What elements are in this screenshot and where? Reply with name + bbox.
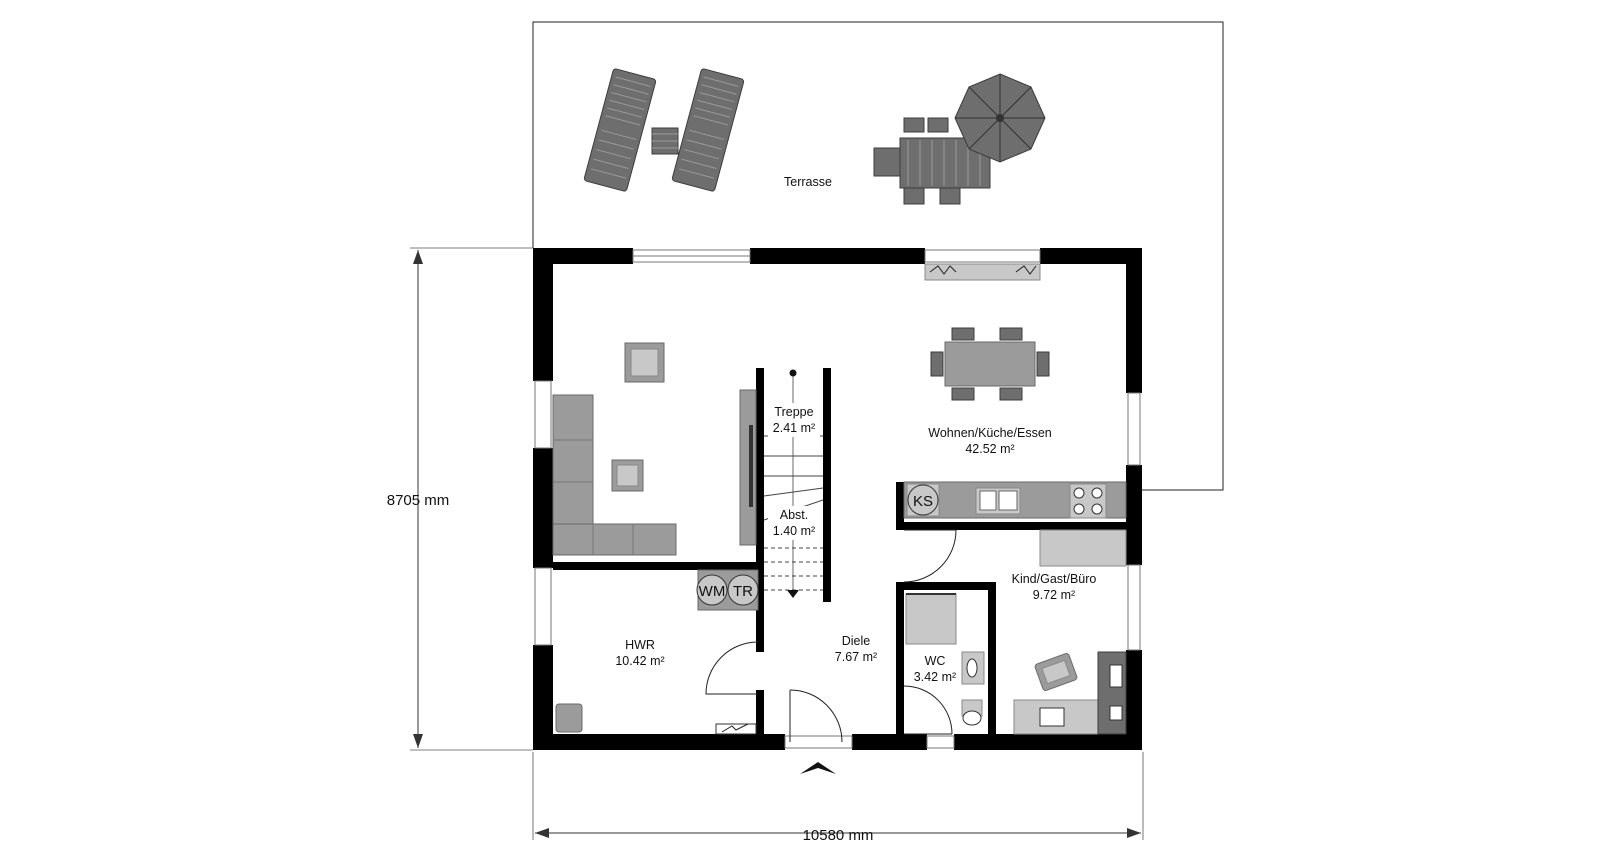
room-name-terrasse: Terrasse (784, 175, 832, 189)
room-area-wohnen: 42.52 m² (965, 442, 1014, 456)
sofa-icon (552, 394, 677, 556)
dimension-width-label: 10580 mm (803, 827, 874, 844)
appliance-tr: TR (733, 583, 753, 600)
sun-lounger-icon (583, 68, 657, 192)
washing-machine-icon (696, 569, 759, 611)
entrance-arrow-icon (800, 762, 836, 774)
tv-cabinet-icon (739, 389, 757, 546)
exterior-walls (533, 248, 1142, 750)
water-tank-icon (555, 703, 583, 733)
room-area-abst: 1.40 m² (773, 524, 815, 538)
cooktop-icon (1073, 487, 1103, 515)
room-name-treppe: Treppe (774, 405, 813, 419)
shower-icon (905, 593, 957, 645)
planter-icon (924, 263, 1041, 281)
toilet-icon (961, 699, 983, 726)
appliance-ks: KS (913, 493, 933, 510)
room-name-abst: Abst. (780, 508, 809, 522)
fridge-icon (907, 484, 939, 516)
dimension-width (532, 752, 1144, 840)
room-name-hwr: HWR (625, 638, 655, 652)
room-area-hwr: 10.42 m² (615, 654, 664, 668)
side-table-icon (651, 127, 679, 155)
shelf-icon (1039, 529, 1127, 567)
armchair-icon (624, 342, 665, 383)
room-name-wc: WC (925, 654, 946, 668)
desk-icon (1013, 651, 1127, 735)
room-area-diele: 7.67 m² (835, 650, 877, 664)
sun-lounger-icon (671, 68, 745, 192)
room-area-treppe: 2.41 m² (773, 421, 815, 435)
coffee-table-icon (611, 459, 644, 492)
room-name-diele: Diele (842, 634, 871, 648)
electric-panel-icon (715, 723, 757, 735)
interior-walls (553, 368, 1126, 734)
sink-icon (961, 651, 985, 685)
dimension-height (410, 247, 533, 751)
dining-table-icon (930, 327, 1050, 401)
windows (534, 249, 1141, 749)
room-name-wohnen: Wohnen/Küche/Essen (928, 426, 1052, 440)
room-name-kind: Kind/Gast/Büro (1012, 572, 1097, 586)
dimension-height-label: 8705 mm (387, 492, 450, 509)
room-area-kind: 9.72 m² (1033, 588, 1075, 602)
doors (705, 529, 957, 743)
terrace (532, 21, 1224, 491)
umbrella-icon (954, 73, 1046, 163)
appliance-wm: WM (699, 583, 726, 600)
room-area-wc: 3.42 m² (914, 670, 956, 684)
office-chair-icon (1034, 653, 1078, 691)
